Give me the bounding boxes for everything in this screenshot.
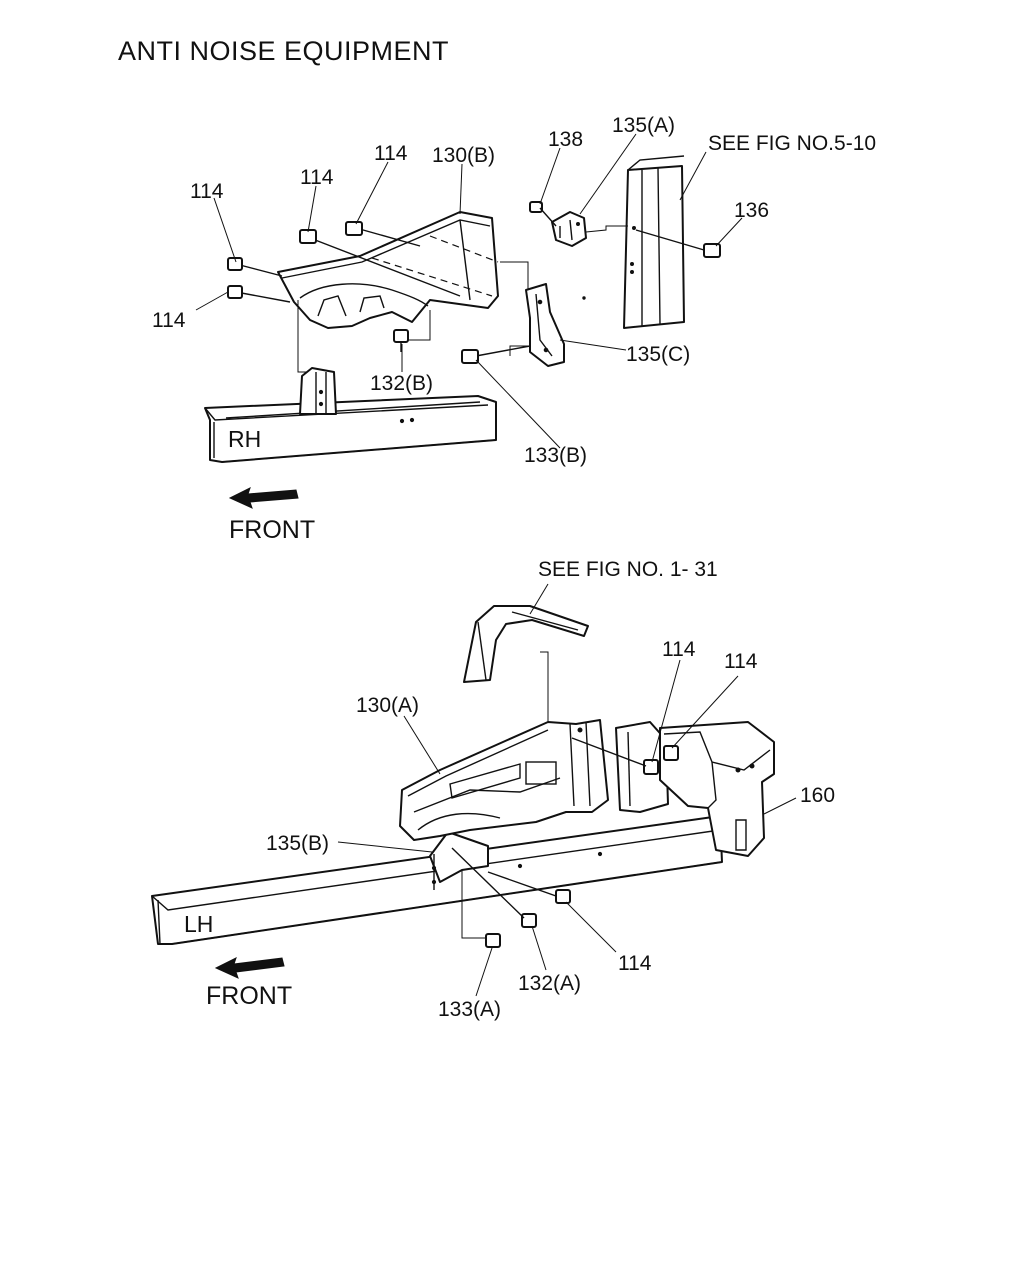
bolt-132b xyxy=(393,329,409,352)
callout-132b: 132(B) xyxy=(370,372,433,395)
callout-138: 138 xyxy=(548,128,583,151)
bolt-133a xyxy=(461,870,501,948)
bolt-136 xyxy=(635,229,721,258)
lh-assembly xyxy=(151,583,797,997)
direction-label-top: FRONT xyxy=(229,516,315,544)
reference-note-bottom: SEE FIG NO. 1- 31 xyxy=(538,558,718,581)
box-cover-160 xyxy=(659,721,775,857)
callout-135b: 135(B) xyxy=(266,832,329,855)
lh-frame-rail xyxy=(151,815,723,945)
callout-114-a: 114 xyxy=(190,180,224,203)
callout-114-c: 114 xyxy=(374,142,408,165)
callout-133a: 133(A) xyxy=(438,998,501,1021)
bolt-132a xyxy=(451,847,537,928)
callout-114-d: 114 xyxy=(152,309,186,332)
bolt-114-f xyxy=(663,745,679,761)
bolt-114-d xyxy=(345,221,421,247)
callout-130b: 130(B) xyxy=(432,144,495,167)
bracket-135a xyxy=(551,211,587,247)
reference-note-top: SEE FIG NO.5-10 xyxy=(708,132,876,155)
callout-133b: 133(B) xyxy=(524,444,587,467)
nut-138 xyxy=(529,201,557,227)
callout-114-g: 114 xyxy=(618,952,652,975)
frame-label-lh: LH xyxy=(184,911,213,937)
callout-114-e: 114 xyxy=(662,638,696,661)
bolt-114-e xyxy=(571,737,659,775)
callout-114-f: 114 xyxy=(724,650,758,673)
bolt-114-b xyxy=(227,285,291,303)
callout-160: 160 xyxy=(800,784,835,807)
bolt-133b xyxy=(461,345,531,364)
bolt-114-a xyxy=(227,257,283,277)
callout-135a: 135(A) xyxy=(612,114,675,137)
cover-panel-130b xyxy=(277,211,499,329)
page-title: ANTI NOISE EQUIPMENT xyxy=(118,36,450,66)
callout-136: 136 xyxy=(734,199,769,222)
front-arrow-icon-top xyxy=(228,487,299,509)
callout-130a: 130(A) xyxy=(356,694,419,717)
side-panel xyxy=(615,721,669,813)
front-arrow-icon-bottom xyxy=(214,957,285,979)
callout-114-b: 114 xyxy=(300,166,334,189)
callout-132a: 132(A) xyxy=(518,972,581,995)
callout-135c: 135(C) xyxy=(626,343,690,366)
rh-frame-bracket xyxy=(299,367,337,415)
bracket-135c xyxy=(525,283,565,367)
frame-label-rh: RH xyxy=(228,426,261,452)
rh-assembly xyxy=(195,133,743,509)
cover-panel-130a xyxy=(399,719,609,841)
upper-duct xyxy=(463,605,589,683)
direction-label-bottom: FRONT xyxy=(206,982,292,1010)
side-member xyxy=(582,155,685,329)
bolt-114-c xyxy=(299,229,461,297)
bolt-114-g xyxy=(487,871,571,904)
rh-frame-rail xyxy=(204,395,497,463)
